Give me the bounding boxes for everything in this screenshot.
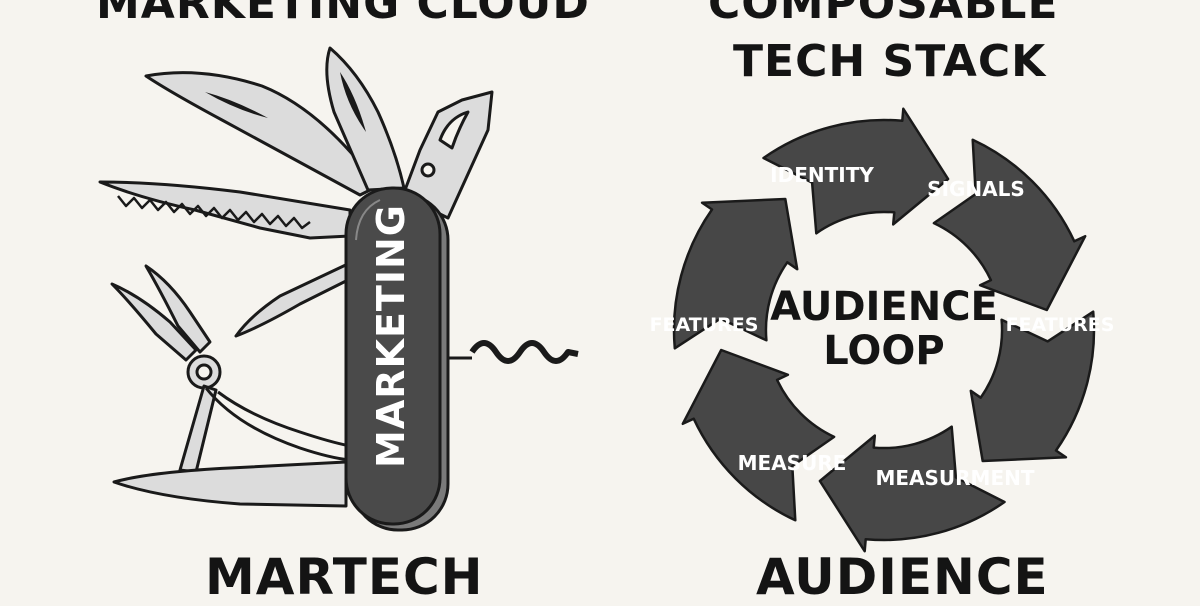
segment-label-features-right: FEATURES: [1006, 314, 1115, 336]
swiss-army-knife-icon: MARKETING: [100, 48, 578, 530]
loop-center-line-1: AUDIENCE: [770, 284, 998, 330]
bottom-blade-icon: [114, 462, 346, 506]
saw-blade-icon: [100, 182, 350, 238]
corkscrew-icon: [440, 340, 578, 361]
segment-label-measurment: MEASURMENT: [875, 466, 1034, 490]
knife-handle-label: MARKETING: [369, 204, 413, 468]
file-blade-icon: [236, 262, 356, 336]
segment-label-signals: SIGNALS: [927, 177, 1025, 201]
loop-center-line-2: LOOP: [823, 328, 944, 374]
segment-label-identity: IDENTITY: [770, 163, 874, 187]
segment-label-features-left: FEATURES: [650, 314, 759, 336]
cycle-arrow-measure: [683, 350, 834, 520]
segment-label-measure: MEASURE: [738, 451, 847, 475]
